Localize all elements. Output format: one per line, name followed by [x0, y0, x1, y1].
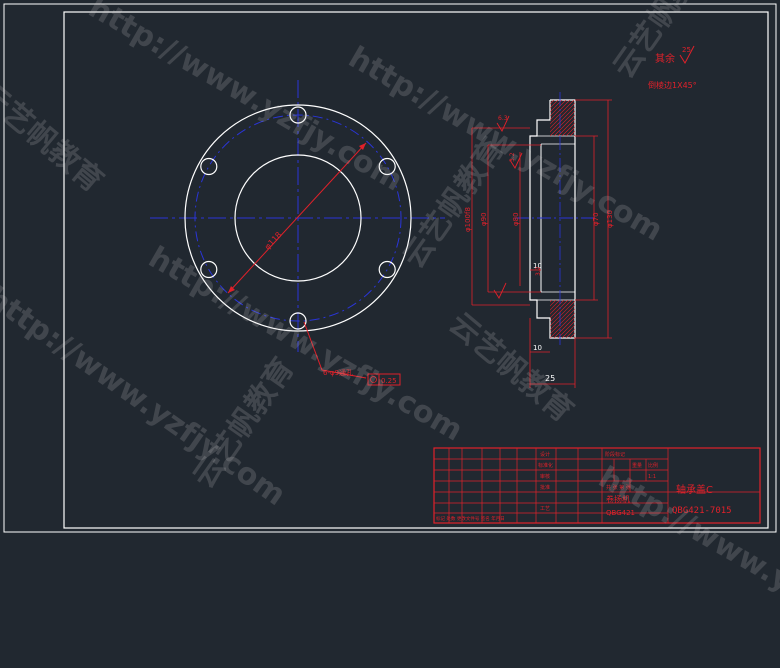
- hatch-line: [582, 100, 618, 136]
- bolt-hole: [379, 262, 395, 278]
- dim-phi130: φ130: [606, 210, 614, 228]
- hatch-line: [546, 100, 582, 136]
- hatch-line: [522, 100, 558, 136]
- hatch-line: [534, 100, 570, 136]
- hatch-line: [518, 100, 554, 136]
- hatch-line: [550, 300, 588, 338]
- hatch-line: [574, 100, 610, 136]
- cad-drawing: φ118 6-φ9通孔 0.25: [0, 0, 780, 535]
- hatch-line: [514, 100, 550, 136]
- roughness-inner: 3.2: [509, 152, 516, 162]
- hatch-line: [530, 300, 568, 338]
- drawing-number: QBG421-7015: [672, 506, 732, 516]
- hatch-line: [530, 100, 566, 136]
- hatch-line: [578, 100, 614, 136]
- hatch-line: [566, 300, 604, 338]
- hatch-line: [606, 300, 644, 338]
- hatch-line: [526, 100, 562, 136]
- scale-value: 1:1: [648, 474, 656, 480]
- hatch-line: [538, 100, 574, 136]
- hatch-line: [602, 100, 638, 136]
- hatch-line: [594, 100, 630, 136]
- hatch-line: [590, 300, 628, 338]
- label-stage-mark: 阶段标记: [605, 451, 625, 458]
- hatch-line: [522, 300, 560, 338]
- roughness-face: 3.2: [535, 266, 542, 276]
- label-standardization: 标准化: [538, 462, 553, 469]
- dim-phi80: φ80: [512, 212, 520, 226]
- rest-roughness-value: 25: [682, 46, 691, 54]
- revision-row: 标记 处数 更改文件号 签名 年月日: [436, 515, 505, 522]
- hatch-line: [514, 300, 552, 338]
- sheet-info: 共 张 第 张: [606, 484, 631, 491]
- hatch-line: [598, 100, 634, 136]
- position-tolerance-value: 0.25: [381, 377, 397, 385]
- hatch-line: [598, 300, 636, 338]
- hatch-line: [558, 300, 596, 338]
- label-check: 审核: [540, 473, 550, 480]
- roughness-symbol-icon: [494, 283, 506, 298]
- hatch-line: [562, 300, 600, 338]
- hatch-line: [538, 300, 576, 338]
- hatch-line: [578, 300, 616, 338]
- label-ratio: 比例: [648, 462, 658, 469]
- bolt-hole: [379, 159, 395, 175]
- hole-note: 6-φ9通孔: [323, 368, 353, 377]
- label-design: 设计: [540, 451, 550, 458]
- position-symbol-icon: [371, 377, 377, 383]
- horizontal-dims: [530, 270, 575, 388]
- dim-phi70: φ70: [592, 212, 600, 226]
- product-code: QBG421: [606, 509, 635, 517]
- front-view: φ118 6-φ9通孔 0.25: [150, 80, 445, 385]
- label-process: 工艺: [540, 506, 550, 512]
- hatch-top: [510, 100, 642, 136]
- hatch-line: [594, 300, 632, 338]
- hatch-line: [582, 300, 620, 338]
- hatch-line: [586, 100, 622, 136]
- hatch-line: [550, 100, 586, 136]
- hatch-line: [534, 300, 572, 338]
- hatch-line: [562, 100, 598, 136]
- dim-10-flange: 10: [533, 344, 542, 352]
- label-approve: 批准: [540, 484, 550, 491]
- hatch-line: [558, 100, 594, 136]
- chamfer-note: 倒棱边1X45°: [648, 80, 697, 90]
- hatch-line: [586, 300, 624, 338]
- product-name: 卷扬机: [606, 494, 630, 504]
- roughness-value: 6.3: [498, 115, 508, 122]
- hatch-line: [574, 300, 612, 338]
- bolt-circle-dim-text: φ118: [263, 230, 284, 251]
- hatch-line: [606, 100, 642, 136]
- hatch-line: [510, 300, 548, 338]
- bolt-hole: [201, 159, 217, 175]
- hatch-line: [546, 300, 584, 338]
- hatch-line: [542, 300, 580, 338]
- dim-phi90: φ90: [480, 212, 488, 226]
- hatch-line: [566, 100, 602, 136]
- hatch-line: [554, 100, 590, 136]
- section-view: φ100f8 φ90 φ80 φ70 φ130 10 10 25 6.3 3.2…: [464, 92, 644, 388]
- drawing-title: 轴承盖C: [676, 483, 713, 496]
- label-weight: 重量: [632, 462, 642, 469]
- hatch-line: [510, 100, 546, 136]
- hatch-line: [570, 300, 608, 338]
- dim-25-thickness: 25: [545, 374, 555, 383]
- title-block: 设计 标准化 审核 批准 工艺 阶段标记 重量 比例 1:1 共 张 第 张 标…: [434, 448, 760, 523]
- hatch-line: [526, 300, 564, 338]
- rest-roughness-note: 其余: [655, 52, 675, 65]
- dim-phi100f8: φ100f8: [464, 207, 472, 232]
